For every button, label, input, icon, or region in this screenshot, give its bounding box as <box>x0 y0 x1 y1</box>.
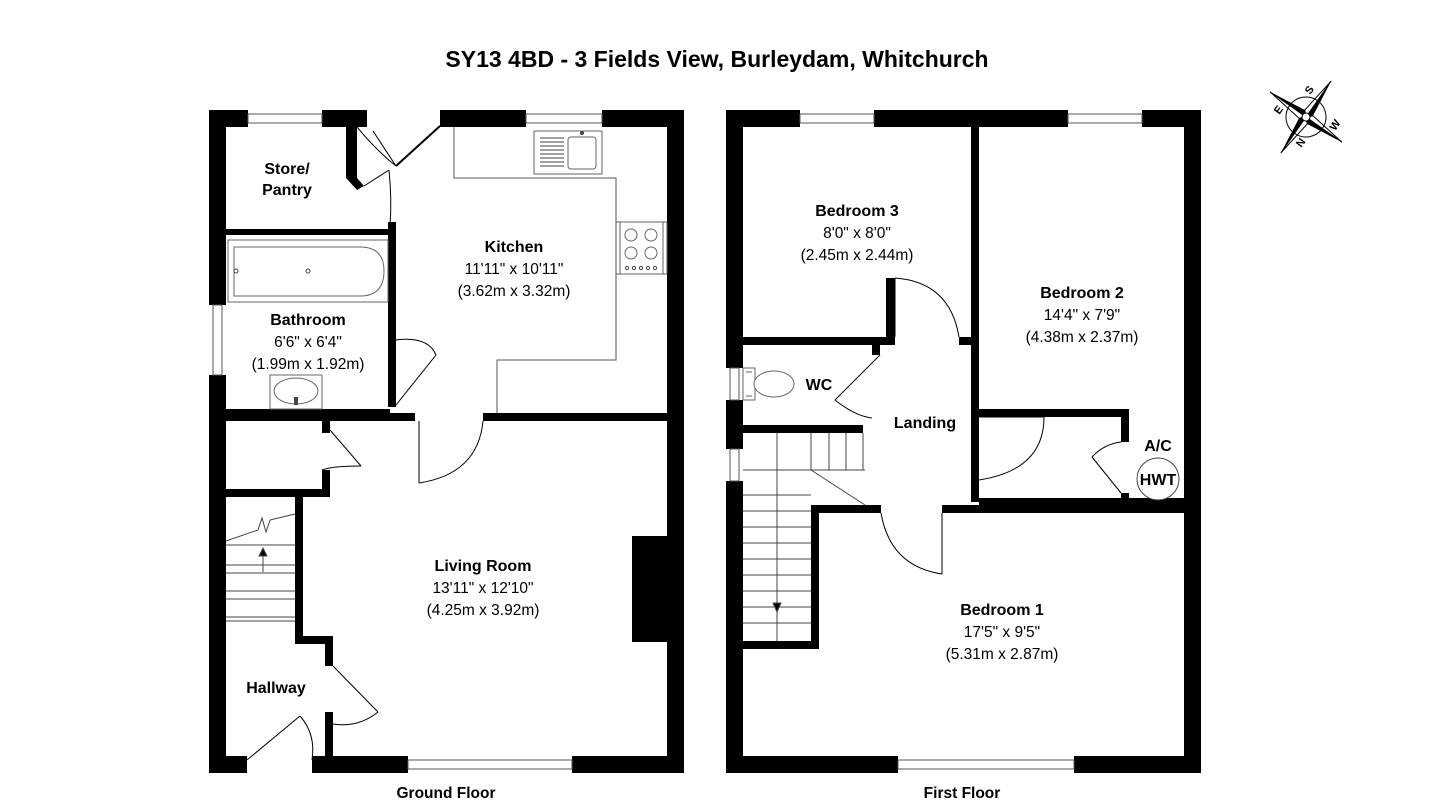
wall <box>295 497 303 642</box>
window <box>212 304 223 376</box>
room-dim-bedroom-1-metric: (5.31m x 2.87m) <box>946 646 1059 663</box>
floor-label-ground: Ground Floor <box>396 785 495 800</box>
first-floor: Bedroom 3 8'0" x 8'0" (2.45m x 2.44m) Be… <box>726 110 1201 800</box>
wall <box>743 425 863 433</box>
room-name-bathroom: Bathroom <box>270 312 346 329</box>
wall <box>325 712 333 762</box>
compass-letter-s: S <box>1303 84 1317 97</box>
wall <box>388 222 396 407</box>
room-name-bedroom-3: Bedroom 3 <box>815 203 899 220</box>
room-dim-bedroom-3-imperial: 8'0" x 8'0" <box>823 225 891 242</box>
window <box>407 759 573 770</box>
room-dim-bathroom-imperial: 6'6" x 6'4" <box>274 334 342 351</box>
gf-wall-right <box>667 110 684 773</box>
plan-title: SY13 4BD - 3 Fields View, Burleydam, Whi… <box>445 46 988 72</box>
wall <box>743 337 895 345</box>
ff-wall-right <box>1184 110 1201 773</box>
room-name-bedroom-2: Bedroom 2 <box>1040 285 1124 302</box>
window <box>1067 113 1143 124</box>
room-name-living: Living Room <box>435 558 532 575</box>
wall <box>322 470 330 497</box>
staircase <box>743 433 866 641</box>
wall <box>886 278 895 345</box>
wall <box>295 636 333 644</box>
window <box>897 759 1075 770</box>
room-dim-living-imperial: 13'11" x 12'10" <box>432 580 533 597</box>
room-dim-bedroom-1-imperial: 17'5" x 9'5" <box>964 624 1040 641</box>
room-name-pantry: Pantry <box>262 182 312 199</box>
wall <box>743 641 819 649</box>
wall <box>483 413 667 421</box>
wall <box>979 498 1201 506</box>
wall <box>811 505 881 513</box>
wall <box>971 127 979 337</box>
window <box>729 367 740 401</box>
room-dim-bedroom-2-imperial: 14'4" x 7'9" <box>1044 307 1120 324</box>
room-name-store: Store/ <box>264 161 310 178</box>
chimney-breast <box>632 536 667 642</box>
room-dim-living-metric: (4.25m x 3.92m) <box>427 602 540 619</box>
basin-icon <box>269 374 323 410</box>
room-name-landing: Landing <box>894 415 956 432</box>
room-name-airing-cupboard: A/C <box>1144 438 1172 455</box>
gf-wall-bottom-left <box>209 756 247 773</box>
room-name-hallway: Hallway <box>246 680 306 697</box>
wall <box>226 489 330 497</box>
hot-water-tank-icon <box>1136 457 1180 501</box>
bathtub-icon <box>227 239 389 303</box>
wall <box>322 421 330 433</box>
window <box>525 113 603 124</box>
room-name-wc: WC <box>806 377 833 394</box>
window <box>799 113 875 124</box>
toilet-icon <box>742 367 795 401</box>
wall <box>872 337 880 355</box>
compass-letter-n: N <box>1294 136 1308 149</box>
wall <box>226 229 393 235</box>
room-name-hwt: HWT <box>1140 472 1177 489</box>
hob-icon <box>619 221 664 275</box>
doors <box>834 277 1122 575</box>
wall <box>1121 409 1129 442</box>
wall <box>811 505 819 646</box>
room-name-kitchen: Kitchen <box>485 239 544 256</box>
window <box>729 448 740 482</box>
ground-floor: Store/ Pantry Kitchen 11'11" x 10'11" (3… <box>209 110 684 800</box>
doors <box>246 126 484 761</box>
wall <box>325 636 333 666</box>
room-dim-bedroom-3-metric: (2.45m x 2.44m) <box>801 247 914 264</box>
wall <box>942 505 1201 513</box>
wall <box>979 409 1129 417</box>
compass-letter-e: E <box>1272 104 1286 117</box>
room-dim-bedroom-2-metric: (4.38m x 2.37m) <box>1026 329 1139 346</box>
wall <box>226 413 415 421</box>
wall <box>346 127 364 190</box>
wall <box>971 337 979 502</box>
wall <box>959 337 979 345</box>
compass-rose-icon: E S W N <box>1269 80 1344 154</box>
kitchen-sink-icon <box>533 130 603 175</box>
room-name-bedroom-1: Bedroom 1 <box>960 602 1044 619</box>
ff-wall-left <box>726 110 743 773</box>
room-dim-kitchen-imperial: 11'11" x 10'11" <box>465 261 564 278</box>
staircase <box>225 513 296 622</box>
room-dim-kitchen-metric: (3.62m x 3.32m) <box>458 283 571 300</box>
window <box>247 113 323 124</box>
gf-wall-left <box>209 110 226 773</box>
room-dim-bathroom-metric: (1.99m x 1.92m) <box>252 356 365 373</box>
floor-label-first: First Floor <box>924 785 1001 800</box>
